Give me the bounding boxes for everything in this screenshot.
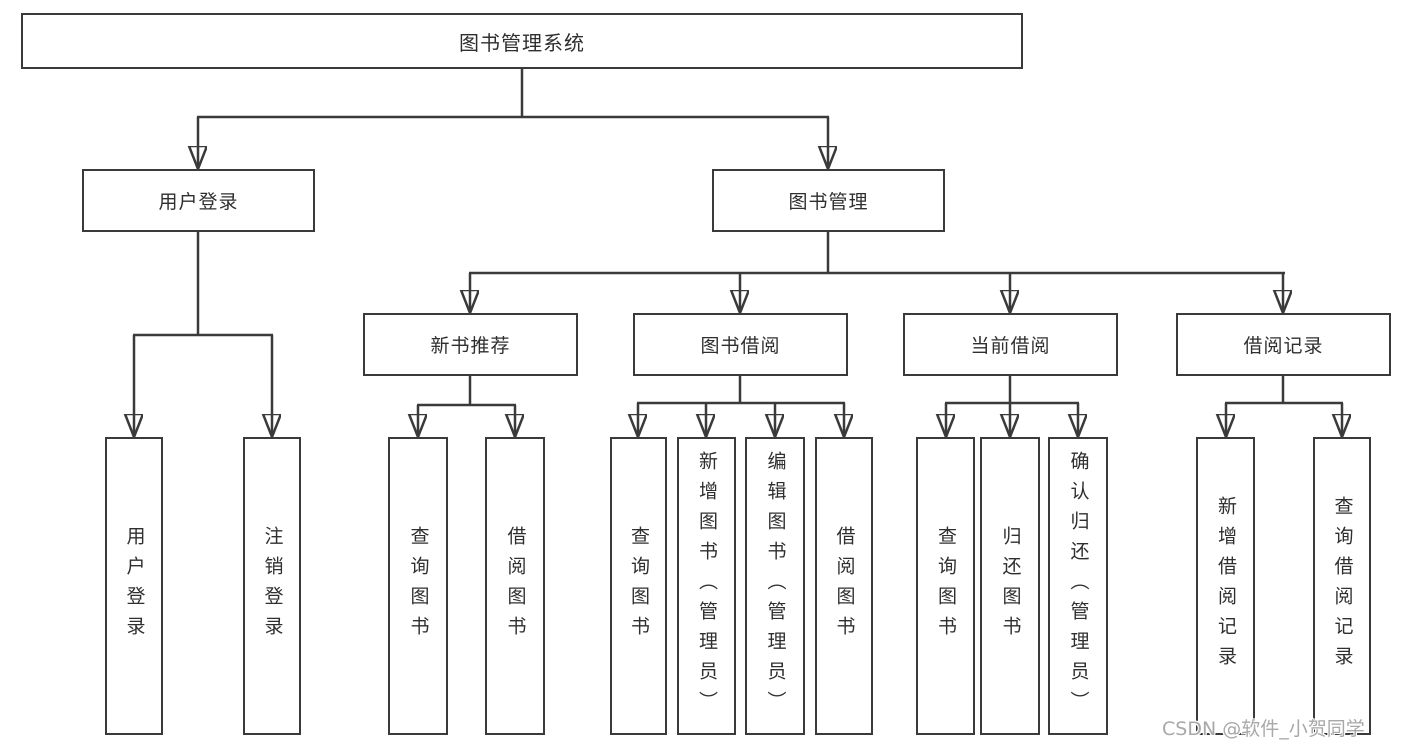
node-current-borrow: 当前借阅 bbox=[903, 313, 1118, 376]
node-borrow-records: 借阅记录 bbox=[1176, 313, 1391, 376]
leaf-logout-login: 注销登录 bbox=[243, 437, 301, 735]
connector-user-login-children bbox=[133, 232, 273, 436]
leaf-cb-return-books: 归还图书 bbox=[980, 437, 1040, 735]
leaf-br-query-record: 查询借阅记录 bbox=[1313, 437, 1371, 735]
connector-book-borrow-children bbox=[637, 376, 845, 436]
connector-current-borrow-children bbox=[945, 376, 1079, 436]
leaf-nbr-borrow-books: 借阅图书 bbox=[485, 437, 545, 735]
connector-book-mgmt-sections bbox=[469, 232, 1285, 312]
connector-new-book-rec-children bbox=[417, 376, 516, 436]
leaf-nbr-query-books: 查询图书 bbox=[388, 437, 448, 735]
node-book-mgmt: 图书管理 bbox=[712, 169, 945, 232]
leaf-bb-query-books: 查询图书 bbox=[610, 437, 667, 735]
leaf-br-add-record: 新增借阅记录 bbox=[1196, 437, 1255, 735]
node-user-login: 用户登录 bbox=[82, 169, 315, 232]
node-library-system: 图书管理系统 bbox=[21, 13, 1023, 69]
leaf-user-login: 用户登录 bbox=[105, 437, 163, 735]
leaf-cb-query-books: 查询图书 bbox=[916, 437, 975, 735]
watermark: CSDN @软件_小贺同学 bbox=[1162, 718, 1365, 740]
connector-root-to-level2 bbox=[197, 69, 829, 168]
leaf-bb-borrow-books: 借阅图书 bbox=[815, 437, 873, 735]
connector-borrow-records-children bbox=[1225, 376, 1343, 436]
leaf-cb-confirm-return-admin: 确认归还（管理员） bbox=[1048, 437, 1108, 735]
leaf-bb-add-books-admin: 新增图书（管理员） bbox=[677, 437, 736, 735]
node-book-borrow: 图书借阅 bbox=[633, 313, 848, 376]
node-new-book-rec: 新书推荐 bbox=[363, 313, 578, 376]
leaf-bb-edit-books-admin: 编辑图书（管理员） bbox=[745, 437, 805, 735]
